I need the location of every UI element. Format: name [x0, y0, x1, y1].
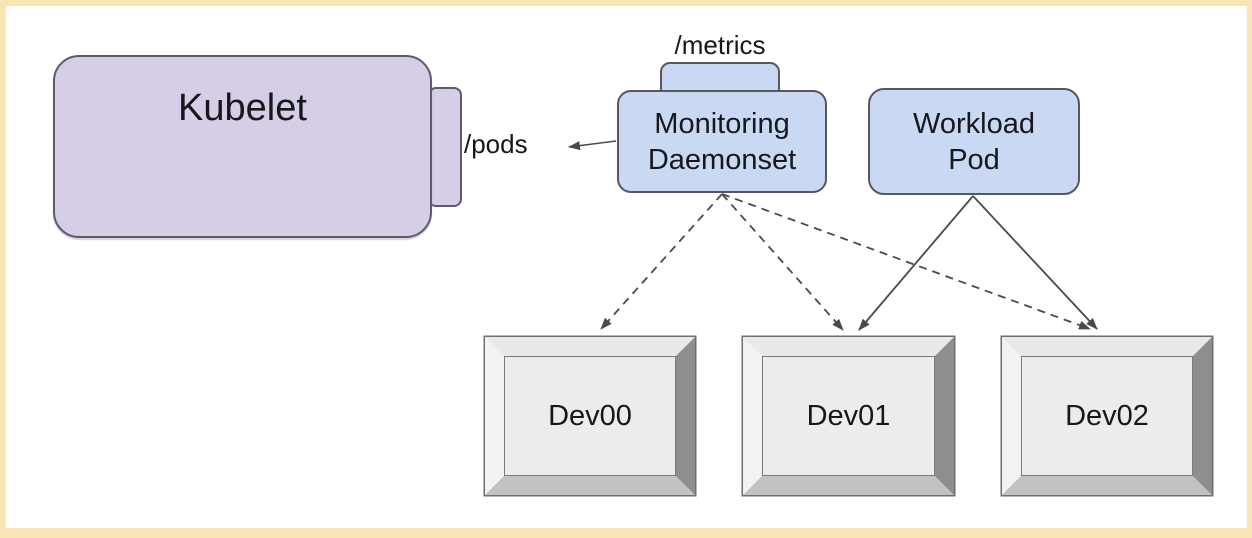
- monitoring-daemonset-label-line2: Daemonset: [647, 143, 797, 176]
- edge-monitoring-to-pods-endpoint: [568, 140, 617, 151]
- device-face: Dev00: [504, 356, 676, 476]
- kubelet-node: Kubelet: [53, 55, 432, 238]
- device-face: Dev01: [762, 356, 935, 476]
- device-node-dev02: Dev02: [1002, 337, 1212, 495]
- edge-workload-to-dev02: [972, 195, 1098, 330]
- edge-monitoring-to-dev02: [721, 193, 1091, 330]
- monitoring-daemonset-label-line1: Monitoring: [654, 107, 790, 140]
- kubelet-label: Kubelet: [178, 87, 307, 129]
- workload-pod-label-line1: Workload: [913, 107, 1035, 140]
- pods-endpoint-label: /pods: [464, 129, 528, 159]
- device-label: Dev01: [806, 399, 891, 432]
- device-label: Dev00: [548, 399, 632, 432]
- edge-workload-to-dev01: [858, 195, 974, 331]
- metrics-endpoint-label: /metrics: [674, 30, 766, 60]
- device-node-dev00: Dev00: [485, 337, 695, 495]
- workload-pod-node: Workload Pod: [868, 88, 1080, 195]
- edge-monitoring-to-dev00: [600, 193, 723, 330]
- workload-pod-label-line2: Pod: [948, 143, 1000, 176]
- device-node-dev01: Dev01: [743, 337, 954, 495]
- edge-monitoring-to-dev01: [721, 193, 844, 331]
- kubelet-port-tab: [428, 87, 462, 207]
- device-label: Dev02: [1065, 399, 1149, 432]
- device-face: Dev02: [1021, 356, 1193, 476]
- monitoring-daemonset-node: Monitoring Daemonset: [617, 90, 827, 193]
